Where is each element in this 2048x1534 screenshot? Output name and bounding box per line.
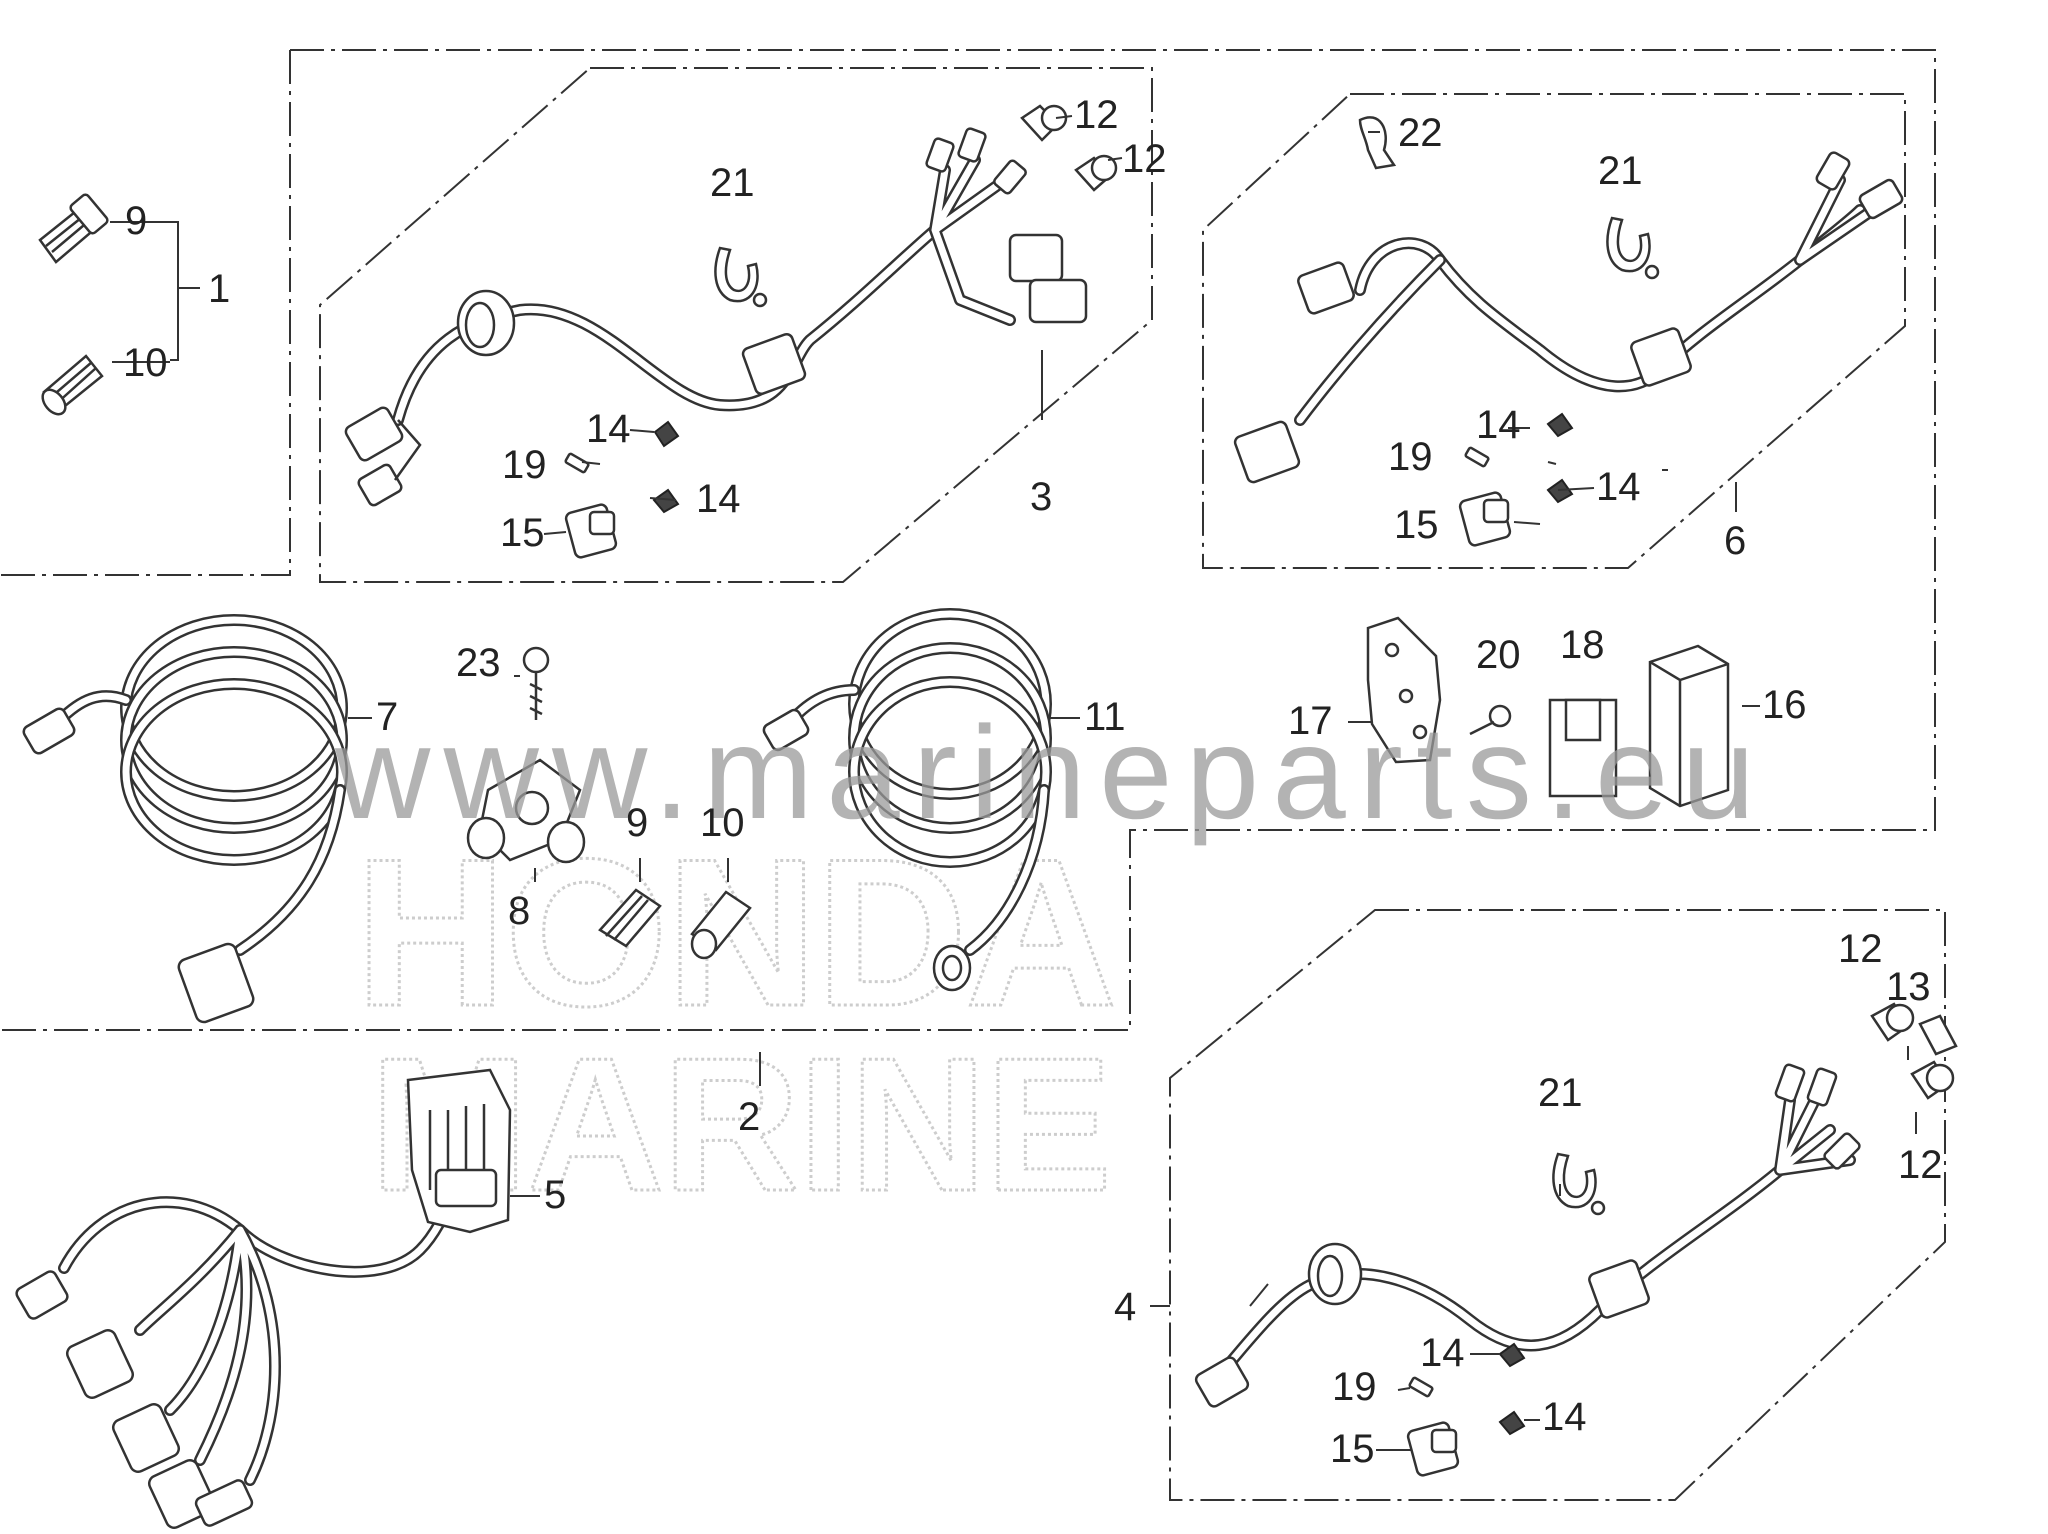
callout-14: 14	[586, 407, 631, 451]
terminator-plug-9	[38, 193, 109, 264]
callout-1: 1	[208, 267, 230, 311]
cap-12d	[1910, 1060, 1955, 1100]
wire-harness-4	[1194, 1063, 1861, 1408]
callout-19: 19	[502, 443, 547, 487]
sleeve-13	[1918, 1014, 1958, 1056]
callout-21: 21	[1538, 1071, 1583, 1115]
callout-19: 19	[1332, 1365, 1377, 1409]
clip-21c	[1552, 1152, 1606, 1216]
spacer-19a	[564, 452, 590, 474]
callout-15: 15	[1330, 1427, 1375, 1471]
callout-12: 12	[1898, 1143, 1943, 1187]
callout-9: 9	[125, 199, 147, 243]
wire-harness-5	[15, 1068, 512, 1529]
cap-15c	[1406, 1421, 1460, 1477]
callout-21: 21	[1598, 149, 1643, 193]
callout-14: 14	[696, 477, 741, 521]
callout-17: 17	[1288, 699, 1333, 743]
callout-6: 6	[1724, 519, 1746, 563]
callout-18: 18	[1560, 623, 1605, 667]
callout-22: 22	[1398, 111, 1443, 155]
callout-23: 23	[456, 641, 501, 685]
clip-21b	[1606, 216, 1660, 280]
cap-12c	[1870, 1002, 1915, 1042]
bracket-17	[1366, 616, 1442, 764]
spacer-19c	[1408, 1376, 1434, 1398]
callout-19: 19	[1388, 435, 1433, 479]
cap-12b	[1074, 154, 1118, 192]
callout-14: 14	[1476, 403, 1521, 447]
clip-14d	[1546, 478, 1574, 504]
callout-13: 13	[1886, 965, 1931, 1009]
callout-5: 5	[544, 1173, 566, 1217]
screw-20	[1469, 704, 1512, 736]
callout-15: 15	[1394, 503, 1439, 547]
tee-connector-8	[466, 758, 586, 864]
group-boundary-3	[319, 67, 1153, 583]
clip-21a	[714, 246, 768, 308]
cap-12a	[1020, 104, 1068, 142]
spacer-19b	[1464, 446, 1490, 468]
callout-11: 11	[1084, 695, 1126, 739]
bracket-leader-1	[110, 221, 200, 361]
callout-14: 14	[1542, 1395, 1587, 1439]
group-boundary-6	[1202, 93, 1906, 569]
group-boundary-1	[0, 50, 291, 576]
network-cable-7	[22, 614, 348, 1024]
callout-12: 12	[1074, 93, 1119, 137]
wire-harness-3	[344, 127, 1088, 507]
clip-14c	[1546, 412, 1574, 438]
callout-labels: 9 10 1 21 12 12 14 19 14 15 3 22 21 14 1…	[123, 93, 1943, 1471]
callout-20: 20	[1476, 633, 1521, 677]
tie-22	[1358, 116, 1397, 170]
callout-3: 3	[1030, 475, 1052, 519]
group-boundary-2	[0, 49, 1936, 1031]
cap-15a	[564, 503, 618, 559]
relay-16	[1648, 644, 1730, 808]
callout-10: 10	[700, 801, 745, 845]
callout-21: 21	[710, 161, 755, 205]
terminator-socket-10	[41, 354, 104, 416]
clip-14e	[1498, 1342, 1526, 1368]
clip-14a	[653, 420, 680, 448]
clip-14b	[652, 488, 680, 514]
cover-18	[1548, 698, 1618, 798]
callout-10: 10	[123, 341, 168, 385]
network-cable-11	[762, 608, 1052, 992]
screw-23	[522, 646, 550, 720]
callout-16: 16	[1762, 683, 1807, 727]
url-watermark: www.marineparts.eu	[334, 699, 1755, 846]
group-boundaries	[0, 49, 1946, 1501]
terminator-plug-9b	[598, 888, 662, 948]
wire-harness-6	[1233, 151, 1904, 484]
callout-9: 9	[626, 801, 648, 845]
callout-12: 12	[1122, 137, 1167, 181]
callout-4: 4	[1114, 1285, 1136, 1329]
callout-14: 14	[1420, 1331, 1465, 1375]
callout-8: 8	[508, 889, 530, 933]
callout-12: 12	[1838, 927, 1883, 971]
cap-15b	[1458, 491, 1512, 547]
callout-2: 2	[738, 1095, 760, 1139]
terminator-socket-10b	[690, 890, 752, 960]
callout-14: 14	[1596, 465, 1641, 509]
callout-7: 7	[376, 695, 398, 739]
group-boundary-4	[1169, 909, 1946, 1501]
callout-15: 15	[500, 511, 545, 555]
clip-14f	[1498, 1410, 1526, 1436]
